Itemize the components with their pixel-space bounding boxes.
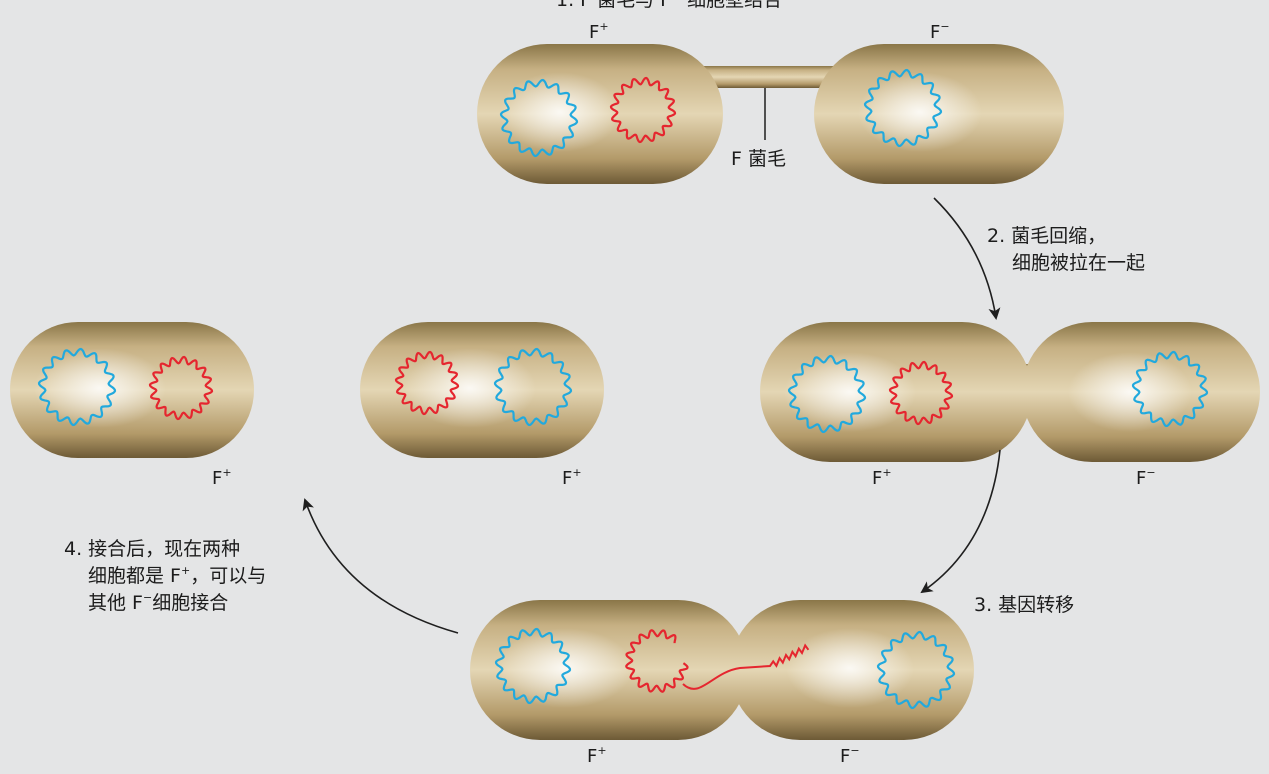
f-plasmid (394, 350, 460, 416)
step-4-caption-line-3: 其他 F−细胞接合 (88, 591, 229, 614)
result-cells (10, 322, 604, 458)
f-plasmid (888, 360, 954, 426)
transfer-pair (470, 600, 974, 740)
chromosome (494, 627, 572, 705)
cell-label-f-plus: F+ (587, 744, 607, 767)
chromosome (787, 354, 867, 434)
chromosome (493, 347, 573, 427)
chromosome (37, 347, 117, 427)
top-cell-pair (477, 44, 1064, 184)
step-3-caption: 3. 基因转移 (974, 594, 1075, 616)
f-plasmid (625, 629, 689, 693)
cell-label-f-plus: F+ (212, 466, 232, 489)
f-pilus (690, 66, 850, 88)
cell-label-f-plus: F+ (589, 20, 609, 43)
f-plasmid (148, 355, 214, 421)
step-1-caption: 1. F 菌毛与 F⁻ 细胞壁结合 (556, 0, 783, 11)
arrow-step-3 (920, 449, 1001, 594)
pilus-label: F 菌毛 (731, 148, 786, 170)
chromosome (499, 78, 579, 158)
chromosome (1131, 350, 1209, 428)
chromosome (876, 630, 956, 710)
transferred-dna-strand (682, 643, 810, 690)
f-plasmid (609, 76, 677, 144)
chromosome (863, 68, 943, 148)
cell-label-f-plus: F+ (872, 466, 892, 489)
step-2-caption-line-1: 2. 菌毛回缩， (987, 225, 1107, 247)
arrow-step-2 (933, 197, 1001, 320)
cell-label-f-minus: F− (840, 744, 860, 767)
step-4-caption-line-2: 细胞都是 F+，可以与 (88, 564, 267, 587)
cell-label-f-minus: F− (1136, 466, 1156, 489)
cell-label-f-plus: F+ (562, 466, 582, 489)
cell-label-f-minus: F− (930, 20, 950, 43)
arrow-step-4 (302, 498, 459, 634)
step-2-caption-line-2: 细胞被拉在一起 (1012, 252, 1146, 274)
mating-pair (760, 322, 1260, 462)
step-4-caption-line-1: 4. 接合后，现在两种 (64, 538, 241, 560)
